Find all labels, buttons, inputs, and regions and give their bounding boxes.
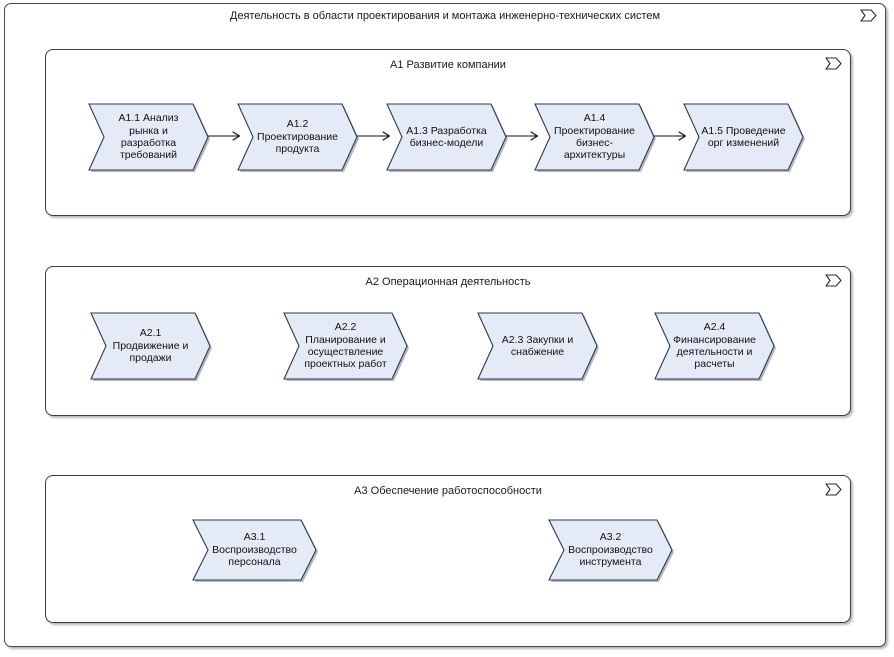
connector-arrow bbox=[356, 130, 391, 142]
activity-A1-4[interactable]: A1.4 Проектирование бизнес- архитектуры bbox=[534, 103, 656, 172]
activity-A3-1[interactable]: A3.1 Воспроизводство персонала bbox=[192, 519, 318, 582]
activity-shape-outline bbox=[192, 519, 318, 582]
process-icon bbox=[825, 483, 842, 496]
activity-shape-outline bbox=[683, 103, 805, 172]
activity-A2-3[interactable]: A2.3 Закупки и снабжение bbox=[477, 312, 599, 381]
process-icon bbox=[825, 57, 842, 70]
group-A3[interactable]: A3 Обеспечение работоспособности bbox=[45, 475, 851, 623]
activity-shape-outline bbox=[88, 103, 210, 172]
connector-arrow bbox=[206, 130, 241, 142]
activity-shape-outline bbox=[477, 312, 599, 381]
process-icon bbox=[825, 274, 842, 287]
activity-A1-3[interactable]: A1.3 Разработка бизнес-модели bbox=[386, 103, 508, 172]
activity-shape-outline bbox=[534, 103, 656, 172]
process-icon bbox=[860, 9, 877, 22]
connector-arrow bbox=[652, 130, 687, 142]
group-title-A3: A3 Обеспечение работоспособности bbox=[354, 485, 542, 497]
activity-A3-2[interactable]: A3.2 Воспроизводство инструмента bbox=[548, 519, 674, 582]
diagram-root: Деятельность в области проектирования и … bbox=[4, 3, 886, 647]
activity-shape-outline bbox=[90, 312, 212, 381]
page-title: Деятельность в области проектирования и … bbox=[229, 10, 661, 22]
activity-A2-4[interactable]: A2.4 Финансирование деятельности и расче… bbox=[654, 312, 776, 381]
activity-A1-5[interactable]: A1.5 Проведение орг изменений bbox=[683, 103, 805, 172]
activity-A2-1[interactable]: A2.1 Продвижение и продажи bbox=[90, 312, 212, 381]
group-title-A2: A2 Операционная деятельность bbox=[365, 276, 531, 288]
activity-shape-outline bbox=[386, 103, 508, 172]
activity-A2-2[interactable]: A2.2 Планирование и осуществление проект… bbox=[283, 312, 409, 381]
activity-shape-outline bbox=[237, 103, 359, 172]
activity-A1-1[interactable]: A1.1 Анализ рынка и разработка требовани… bbox=[88, 103, 210, 172]
activity-A1-2[interactable]: A1.2 Проектирование продукта bbox=[237, 103, 359, 172]
connector-arrow bbox=[504, 130, 539, 142]
activity-shape-outline bbox=[548, 519, 674, 582]
activity-shape-outline bbox=[654, 312, 776, 381]
activity-shape-outline bbox=[283, 312, 409, 381]
group-title-A1: A1 Развитие компании bbox=[390, 59, 506, 71]
